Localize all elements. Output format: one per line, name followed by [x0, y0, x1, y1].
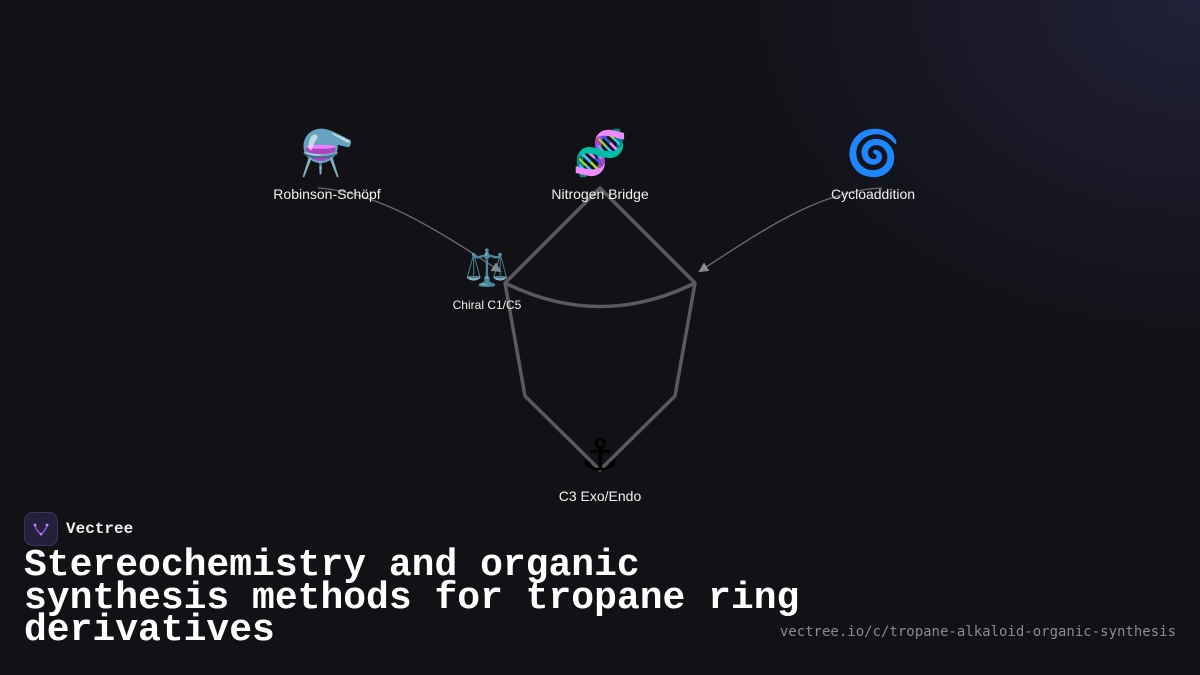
connector-cycloaddition-to-ring	[698, 187, 883, 273]
page-title: Stereochemistry and organic synthesis me…	[24, 544, 800, 652]
node-cycloaddition: 🌀 Cycloaddition	[773, 128, 973, 202]
tropane-ring-bridge	[504, 281, 696, 309]
brand-name: Vectree	[66, 520, 134, 538]
page-url[interactable]: vectree.io/c/tropane-alkaloid-organic-sy…	[779, 624, 1176, 640]
anchor-icon: ⚓	[580, 430, 620, 481]
node-label: Nitrogen Bridge	[551, 186, 649, 202]
cyclone-icon: 🌀	[845, 128, 901, 179]
node-label: C3 Exo/Endo	[558, 488, 642, 504]
node-c3-exo-endo: ⚓ C3 Exo/Endo	[500, 430, 700, 504]
node-nitrogen-bridge: 🧬 Nitrogen Bridge	[500, 128, 700, 202]
brand[interactable]: Vectree	[24, 512, 133, 546]
node-robinson-schopf: ⚗️ Robinson-Schöpf	[227, 128, 427, 202]
tropane-ring-outline	[503, 186, 697, 472]
node-label: Chiral C1/C5	[452, 298, 522, 312]
vectree-logo-icon	[24, 512, 58, 546]
node-chiral-c1-c5: ⚖️ Chiral C1/C5	[387, 248, 587, 312]
balance-scale-icon: ⚖️	[464, 248, 510, 289]
flask-icon: ⚗️	[299, 128, 355, 179]
node-label: Cycloaddition	[830, 186, 916, 202]
dna-icon: 🧬	[572, 128, 628, 179]
node-label: Robinson-Schöpf	[273, 186, 381, 202]
connector-robinson-to-chiral	[317, 187, 502, 273]
